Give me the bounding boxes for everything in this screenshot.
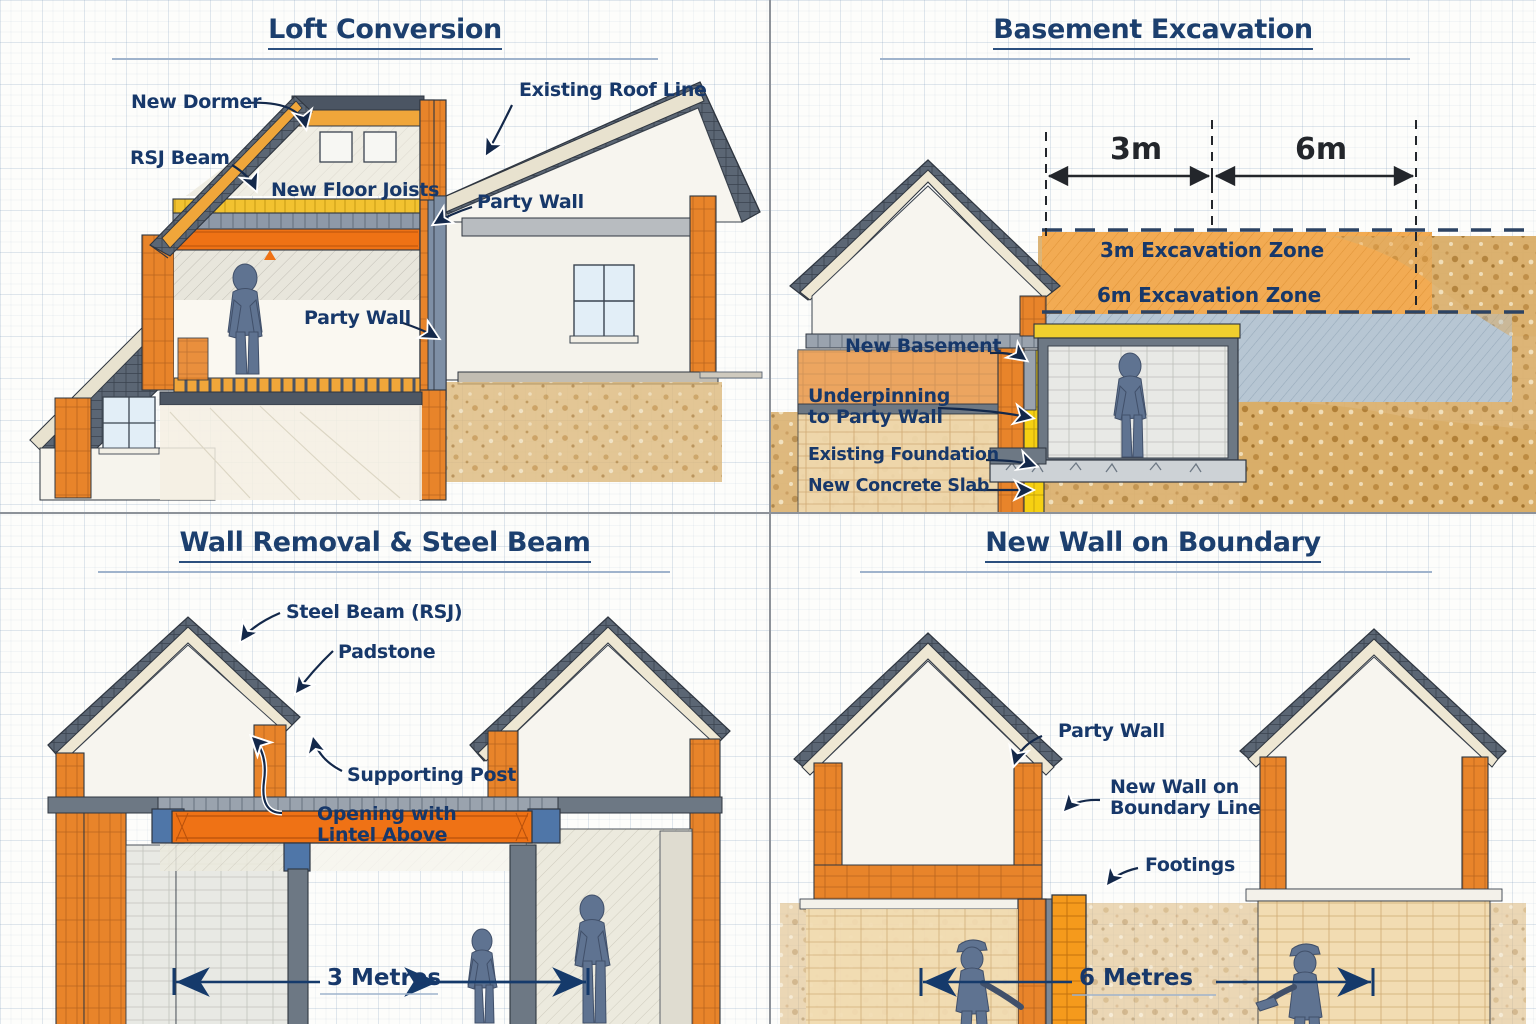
label-opening-with-lintel-above: Opening with Lintel Above [317, 803, 457, 847]
dimension-label-6-metres: 6 Metres [1079, 965, 1194, 991]
label-underpinning-to-party-wall: Underpinning to Party Wall [808, 385, 951, 429]
dimension-label-6m: 6m [1295, 132, 1348, 167]
label-party-wall: Party Wall [1058, 720, 1165, 742]
panel-basement-excavation: Basement Excavation [770, 0, 1536, 513]
label-existing-foundation: Existing Foundation [808, 445, 999, 465]
zone-label-3m: 3m Excavation Zone [1100, 238, 1324, 262]
loft-conversion-illustration [29, 81, 763, 501]
label-padstone: Padstone [338, 641, 436, 663]
title-rule [112, 58, 658, 60]
label-new-floor-joists: New Floor Joists [271, 179, 440, 201]
dimension-label-3m: 3m [1110, 132, 1163, 167]
zone-label-6m: 6m Excavation Zone [1097, 283, 1321, 307]
new-wall-boundary-dimension [919, 967, 1375, 997]
new-wall-boundary-annotations [770, 734, 1139, 1024]
title-rule [860, 571, 1432, 573]
label-party-wall-upper: Party Wall [477, 191, 584, 213]
dimension-label-3-metres: 3 Metres [327, 965, 442, 991]
panel-title-basement-excavation: Basement Excavation [770, 14, 1536, 50]
basement-excavation-illustration [770, 120, 1536, 513]
panel-title-wall-removal-steel-beam: Wall Removal & Steel Beam [0, 527, 770, 563]
panel-title-loft-conversion: Loft Conversion [0, 14, 770, 50]
label-new-wall-on-boundary-line: New Wall on Boundary Line [1110, 776, 1261, 820]
label-footings: Footings [1145, 854, 1235, 876]
wall-removal-annotations [0, 611, 344, 816]
basement-excavation-annotations [937, 338, 1040, 502]
wall-removal-illustration [47, 616, 731, 1024]
panel-new-wall-on-boundary: New Wall on Boundary [770, 513, 1536, 1024]
title-rule [880, 58, 1410, 60]
wall-removal-dimension [172, 967, 590, 997]
label-steel-beam-rsj: Steel Beam (RSJ) [286, 601, 463, 623]
panel-wall-removal-steel-beam: Wall Removal & Steel Beam [0, 513, 770, 1024]
label-new-concrete-slab: New Concrete Slab [808, 476, 990, 496]
label-existing-roof-line: Existing Roof Line [519, 79, 707, 101]
label-new-dormer: New Dormer [131, 91, 262, 113]
label-rsj-beam: RSJ Beam [130, 147, 230, 169]
title-rule [98, 571, 670, 573]
label-party-wall-lower: Party Wall [304, 307, 411, 329]
panel-title-new-wall-on-boundary: New Wall on Boundary [770, 527, 1536, 563]
label-supporting-post: Supporting Post [347, 764, 517, 786]
label-new-basement: New Basement [845, 335, 1002, 357]
panel-loft-conversion: Loft Conversion [0, 0, 770, 513]
loft-conversion-annotations [231, 101, 513, 341]
new-wall-boundary-illustration [780, 628, 1526, 1024]
